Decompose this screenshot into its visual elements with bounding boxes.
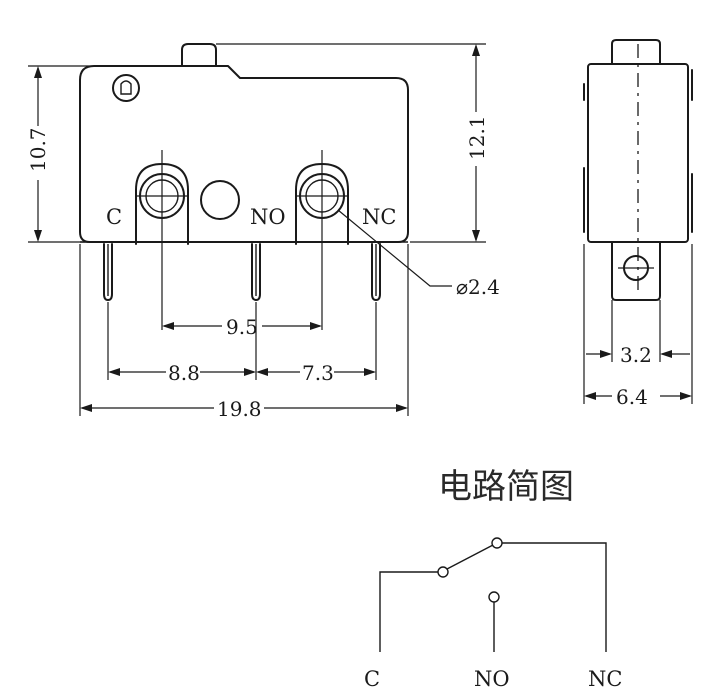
- diameter-label: ⌀2.4: [456, 275, 500, 299]
- d64-arrow-left: [584, 392, 596, 400]
- circuit-label-no: NO: [474, 667, 510, 691]
- contact-c: [437, 566, 449, 578]
- d73-arrow-right: [364, 368, 376, 376]
- side-actuator: [611, 39, 661, 65]
- actuator-plunger: [181, 43, 217, 67]
- label-c: C: [106, 205, 122, 229]
- circuit-diagram: 电路简图 C NO NC: [364, 467, 622, 691]
- contact-nc: [491, 537, 503, 549]
- label-no: NO: [250, 205, 286, 229]
- h107-arrow-bottom: [34, 230, 42, 242]
- dim-pitch: 9.5: [226, 315, 258, 339]
- circuit-label-c: C: [364, 667, 380, 691]
- dim-side-pin: 3.2: [620, 343, 652, 367]
- d32-arrow-right: [660, 350, 672, 358]
- d64-arrow-right: [680, 392, 692, 400]
- top-pin-mark: [120, 80, 132, 95]
- switch-body: [79, 65, 409, 243]
- diameter-leader: [337, 209, 452, 287]
- d198-arrow-right: [396, 404, 408, 412]
- circuit-title: 电路简图: [438, 467, 574, 507]
- pin-c: [103, 243, 113, 301]
- dim-no-nc: 7.3: [302, 361, 334, 385]
- switch-lever: [446, 544, 494, 570]
- label-nc: NC: [362, 205, 396, 229]
- pin-nc: [371, 243, 381, 301]
- dim-height-total: 12.1: [465, 115, 489, 160]
- dim-side-thickness: 6.4: [616, 385, 648, 409]
- d32-arrow-left: [600, 350, 612, 358]
- side-pin-tab: [611, 241, 661, 301]
- d73-arrow-left: [256, 368, 268, 376]
- contact-no: [488, 591, 500, 603]
- h121-arrow-bottom: [472, 230, 480, 242]
- h121-arrow-top: [472, 44, 480, 56]
- d88-arrow-right: [244, 368, 256, 376]
- dim-length: 19.8: [217, 397, 262, 421]
- wire-c: [379, 571, 438, 652]
- pin-no: [251, 243, 261, 301]
- d95-arrow-right: [310, 322, 322, 330]
- d95-arrow-left: [162, 322, 174, 330]
- h107-arrow-top: [34, 66, 42, 78]
- circuit-label-nc: NC: [588, 667, 622, 691]
- front-view: C NO NC ⌀2.4 10.7 12.1 9.5: [26, 43, 500, 421]
- middle-rivet: [200, 180, 240, 220]
- dim-c-no: 8.8: [168, 361, 200, 385]
- d88-arrow-left: [108, 368, 120, 376]
- top-pin-hole: [112, 74, 140, 102]
- d198-arrow-left: [80, 404, 92, 412]
- dim-height-body: 10.7: [26, 127, 50, 172]
- side-view: 3.2 6.4: [583, 39, 693, 409]
- wire-nc: [502, 542, 607, 652]
